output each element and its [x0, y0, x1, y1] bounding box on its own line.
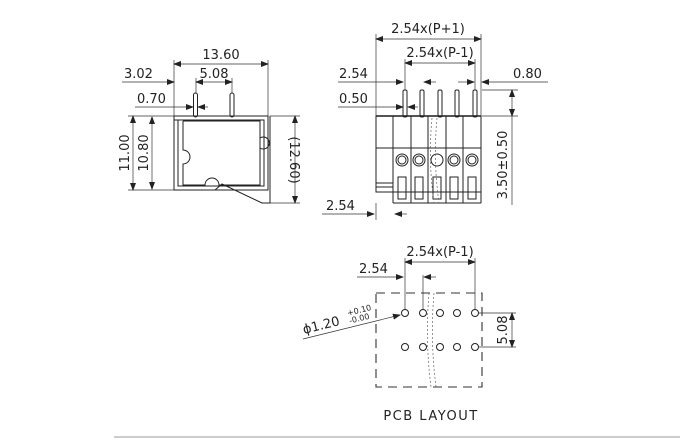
- dim-overall-length: 2.54x(P+1): [391, 22, 465, 37]
- hole-diameter-label: ϕ1.20 +0.10 -0.00: [301, 303, 372, 338]
- dim-pin-thickness: 0.50: [339, 92, 368, 107]
- pin: [229, 92, 235, 118]
- dim-height-total: 11.00: [118, 134, 133, 171]
- connector-body-side: [173, 115, 269, 191]
- dim-pin-span: 2.54x(P-1): [406, 46, 473, 61]
- dim-height-body: 10.80: [137, 134, 152, 171]
- pcb-layout: 2.54x(P-1) 2.54 ϕ1.20 +0.10 -0.00 5.08 P…: [301, 245, 516, 424]
- footprint-outline: [375, 292, 483, 388]
- dim-overall-width: 13.60: [202, 48, 239, 63]
- pins: [402, 89, 478, 118]
- pcb-holes: [401, 309, 479, 351]
- wire-clamps: [395, 153, 479, 200]
- pcb-layout-caption: PCB LAYOUT: [383, 409, 478, 424]
- pin: [193, 92, 198, 118]
- dim-pin-length: 3.50±0.50: [496, 131, 511, 200]
- side-view: 13.60 3.02 5.08 0.70 11.00 10.80 (12.60): [118, 48, 301, 204]
- dim-offset: 3.02: [124, 67, 153, 82]
- dim-pin-width: 0.70: [137, 92, 166, 107]
- dim-bottom-pitch: 2.54: [326, 199, 355, 214]
- dim-pin-offset: 0.80: [513, 67, 542, 82]
- pcb-dim-row-spacing: 5.08: [496, 316, 511, 345]
- dim-height-ref: (12.60): [286, 136, 301, 183]
- dim-pitch: 2.54: [339, 67, 368, 82]
- pcb-dim-pin-span: 2.54x(P-1): [406, 245, 473, 260]
- front-view: 2.54x(P+1) 2.54x(P-1) 2.54 0.50 0.80: [322, 22, 548, 220]
- dim-pin-pitch: 5.08: [200, 67, 229, 82]
- pcb-dim-pitch: 2.54: [359, 262, 388, 277]
